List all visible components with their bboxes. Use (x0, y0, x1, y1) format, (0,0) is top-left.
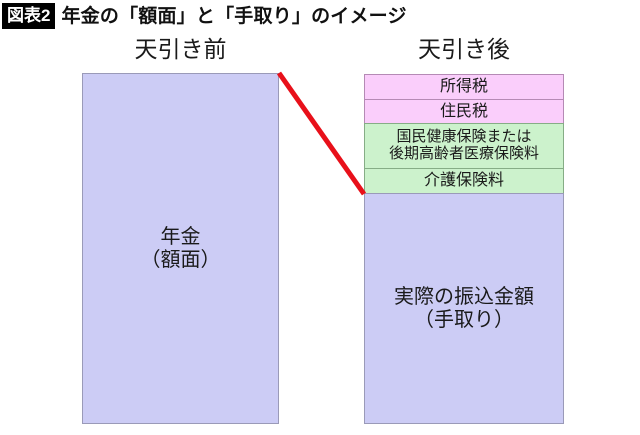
column-header-after-deduction: 天引き後 (418, 36, 510, 62)
page-title: 年金の「額面」と「手取り」のイメージ (61, 5, 407, 27)
column-header-before-deduction: 天引き前 (134, 36, 227, 62)
deduction-box-nursing-care-insurance: 介護保険料 (364, 168, 564, 194)
gross-pension-box: 年金 （額面） (82, 73, 279, 424)
figure-title-bar: 図表2 年金の「額面」と「手取り」のイメージ (2, 2, 638, 30)
deduction-box-health-insurance: 国民健康保険または 後期高齢者医療保険料 (364, 123, 564, 169)
diagonal-connector-line-icon (276, 71, 367, 196)
figure-number-badge: 図表2 (2, 3, 56, 29)
deduction-box-resident-tax: 住民税 (364, 99, 564, 124)
net-pension-box: 実際の振込金額 （手取り） (364, 193, 564, 424)
deduction-box-income-tax: 所得税 (364, 74, 564, 100)
